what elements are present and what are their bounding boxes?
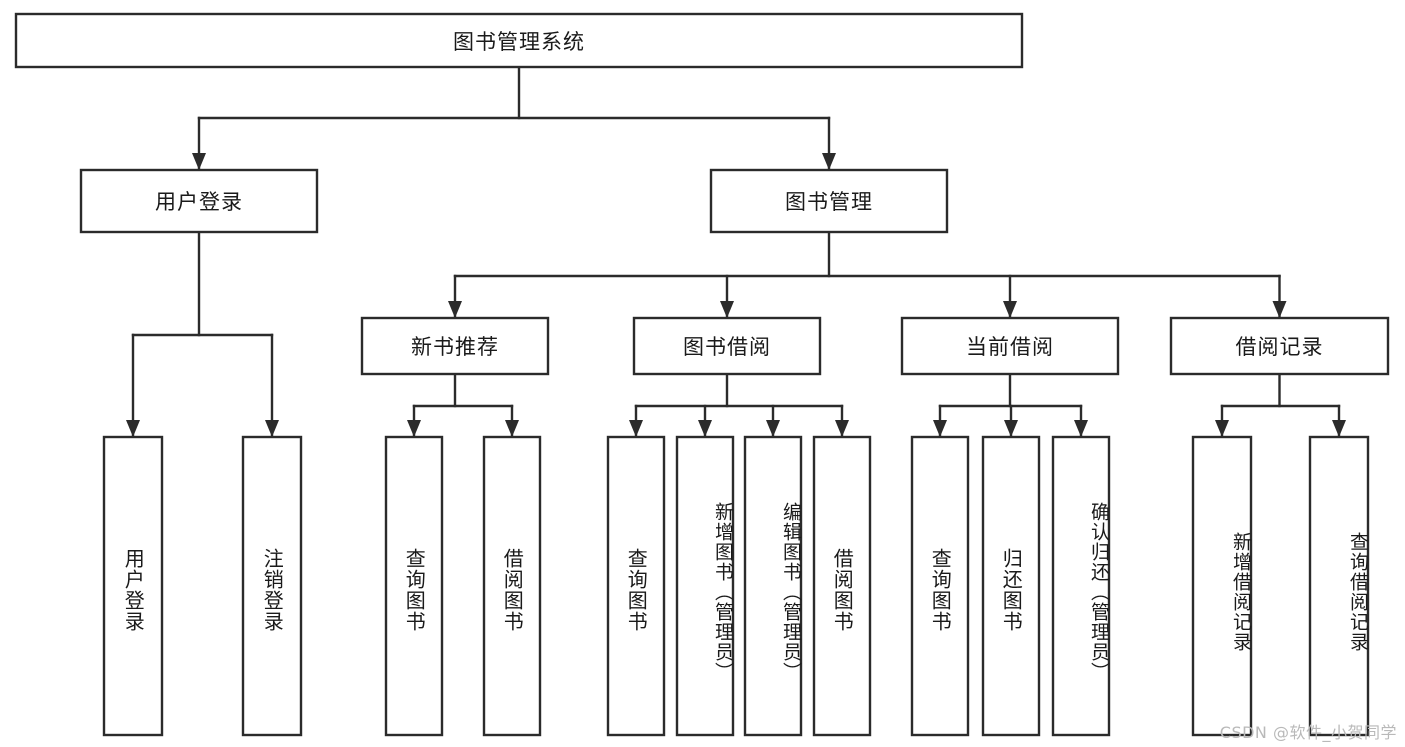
node-box-leaf-user-logout[interactable]	[241, 435, 303, 737]
node-box-leaf-add-record[interactable]	[1191, 435, 1253, 737]
node-box-book-borrow[interactable]	[632, 316, 822, 376]
arrow-head-icon	[1003, 301, 1017, 318]
node-box-root[interactable]	[14, 12, 1024, 69]
node-box-book-manage[interactable]	[709, 168, 949, 234]
arrow-head-icon	[766, 420, 780, 437]
node-box-leaf-query-book-1[interactable]	[384, 435, 444, 737]
node-box-leaf-query-record[interactable]	[1308, 435, 1370, 737]
node-box-leaf-query-book-3[interactable]	[910, 435, 970, 737]
arrow-head-icon	[1074, 420, 1088, 437]
arrow-head-icon	[933, 420, 947, 437]
arrow-head-icon	[698, 420, 712, 437]
arrow-head-icon	[629, 420, 643, 437]
node-box-leaf-add-book[interactable]	[675, 435, 735, 737]
arrow-head-icon	[192, 153, 206, 170]
arrow-head-icon	[1004, 420, 1018, 437]
connectors-layer	[126, 65, 1346, 439]
arrow-head-icon	[1215, 420, 1229, 437]
node-box-leaf-query-book-2[interactable]	[606, 435, 666, 737]
watermark-text: CSDN @软件_小贺同学	[1219, 723, 1397, 742]
arrow-head-icon	[407, 420, 421, 437]
node-box-borrow-record[interactable]	[1169, 316, 1390, 376]
node-box-leaf-user-login[interactable]	[102, 435, 164, 737]
arrow-head-icon	[1272, 301, 1287, 318]
node-box-new-book-rec[interactable]	[360, 316, 550, 376]
arrow-head-icon	[505, 420, 519, 437]
node-box-leaf-return-book[interactable]	[981, 435, 1041, 737]
node-box-leaf-borrow-book-2[interactable]	[812, 435, 872, 737]
node-box-current-borrow[interactable]	[900, 316, 1120, 376]
arrow-head-icon	[448, 301, 462, 318]
arrow-head-icon	[126, 420, 140, 437]
node-box-user-login[interactable]	[79, 168, 319, 234]
node-box-leaf-confirm-return[interactable]	[1051, 435, 1111, 737]
node-boxes-layer	[14, 12, 1390, 737]
node-box-leaf-edit-book[interactable]	[743, 435, 803, 737]
arrow-head-icon	[822, 153, 836, 170]
arrow-head-icon	[265, 420, 279, 437]
arrow-head-icon	[720, 301, 734, 318]
node-box-leaf-borrow-book-1[interactable]	[482, 435, 542, 737]
arrow-head-icon	[1332, 420, 1346, 437]
arrow-head-icon	[835, 420, 849, 437]
